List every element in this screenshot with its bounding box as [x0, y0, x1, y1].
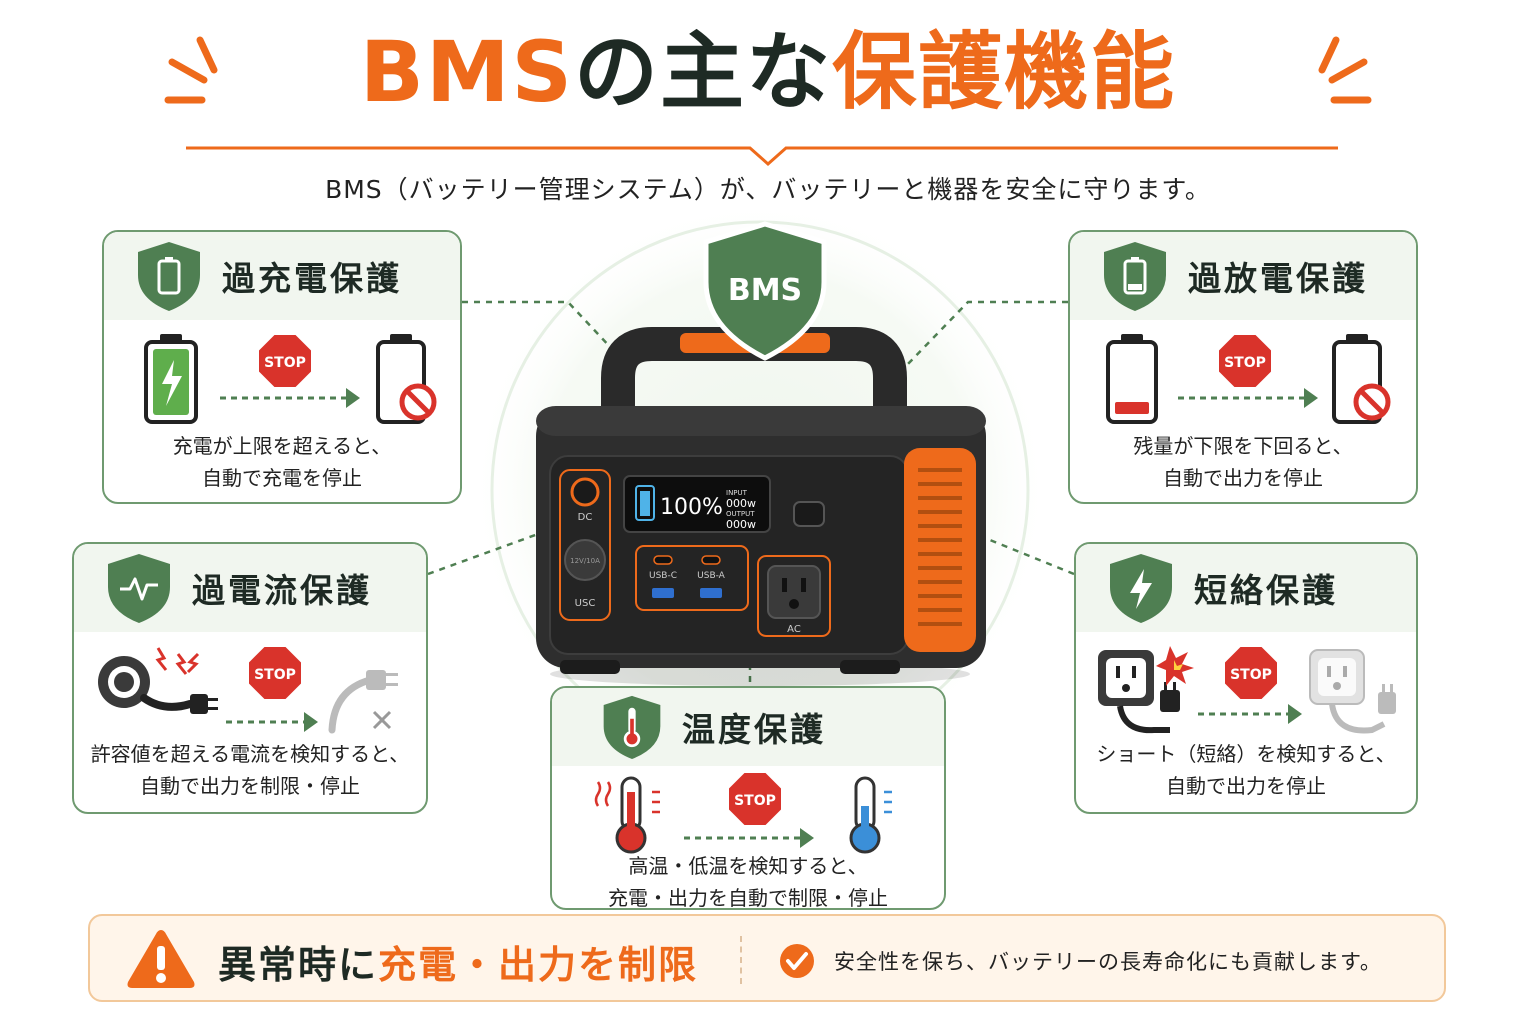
dashed-arrow-icon — [220, 388, 360, 408]
card-desc-temperature: 高温・低温を検知すると、 充電・出力を自動で制限・停止 — [608, 854, 888, 910]
card-title-shortcircuit: 短絡保護 — [1194, 571, 1338, 610]
dc-port — [570, 477, 600, 507]
title-decoration — [164, 36, 1372, 167]
usb-c-port — [653, 555, 673, 565]
page-title: BMSの主な保護機能 — [0, 22, 1536, 123]
dashed-arrow-icon — [226, 712, 318, 732]
dc-label: DC — [578, 512, 593, 523]
dashed-arrow-icon — [684, 828, 814, 848]
lcd-input-value: 000w — [726, 497, 756, 510]
battery-blocked-icon — [1332, 334, 1391, 424]
svg-text:STOP: STOP — [1230, 667, 1272, 683]
bms-shield-icon: BMS — [703, 221, 827, 361]
check-circle-icon — [780, 944, 814, 978]
card-desc-shortcircuit: ショート（短絡）を検知すると、 自動で出力を停止 — [1096, 742, 1396, 798]
lcd-output-value: 000w — [726, 518, 756, 531]
power-button-icon — [793, 501, 825, 527]
card-title-overcharge: 過充電保護 — [222, 259, 402, 298]
ac-outlet — [767, 565, 821, 619]
cable-coil-icon — [98, 656, 218, 714]
usc-label: USC — [575, 598, 596, 609]
dc-section — [559, 469, 611, 621]
card-title-overdischarge: 過放電保護 — [1188, 259, 1368, 298]
socket-label: 12V/10A — [570, 557, 600, 565]
card-shortcircuit: 短絡保護 STOP — [1074, 542, 1418, 814]
card-title-temperature: 温度保護 — [682, 710, 826, 749]
warning-icon — [127, 930, 195, 988]
svg-text:STOP: STOP — [264, 355, 306, 371]
stop-sign-icon: STOP — [1217, 333, 1273, 389]
battery-full-icon — [138, 242, 200, 311]
burst-left-icon — [164, 36, 218, 104]
lcd-percent: 100% — [660, 495, 723, 520]
usb-a-port — [652, 588, 674, 598]
card-temperature: 温度保護 STOP — [550, 686, 946, 910]
battery-empty-icon — [1106, 334, 1158, 424]
card-title-overcurrent: 過電流保護 — [192, 571, 372, 610]
lcd-output-label: OUTPUT — [726, 510, 755, 518]
svg-text:STOP: STOP — [1224, 355, 1266, 371]
svg-text:STOP: STOP — [254, 667, 296, 683]
title-middle: の主な — [574, 23, 833, 121]
dashed-arrow-icon — [1198, 704, 1302, 724]
thermometer-hot-icon — [594, 776, 660, 854]
bottom-divider — [740, 936, 742, 984]
outlet-sparking-icon — [1098, 646, 1194, 734]
bms-shield-label: BMS — [728, 273, 802, 308]
dashed-arrow-icon — [1178, 388, 1318, 408]
stop-sign-icon: STOP — [727, 771, 783, 827]
card-desc-overdischarge: 残量が下限を下回ると、 自動で出力を停止 — [1133, 434, 1353, 490]
usb-section — [635, 545, 749, 611]
connector-shortcircuit — [979, 534, 1075, 576]
svg-text:STOP: STOP — [734, 793, 776, 809]
pulse-icon — [108, 554, 170, 623]
usb-c-port-2 — [701, 555, 721, 565]
ac-section — [757, 555, 831, 637]
battery-low-icon — [1104, 242, 1166, 311]
title-underline — [186, 146, 1338, 167]
card-overdischarge: 過放電保護 STOP 残量が下限を下回 — [1068, 230, 1418, 504]
connector-overdischarge — [905, 300, 1068, 367]
spark-icon — [155, 647, 200, 675]
card-desc-overcharge: 充電が上限を超えると、 自動で充電を停止 — [172, 434, 392, 490]
ac-label: AC — [787, 624, 801, 635]
card-overcharge: 過充電保護 STOP — [102, 230, 462, 504]
thermometer-cold-icon — [849, 776, 892, 854]
lcd-display — [623, 475, 771, 533]
bolt-icon — [1110, 554, 1172, 623]
outlet-safe-icon — [1309, 649, 1396, 734]
usba-label: USB-A — [697, 571, 726, 581]
card-desc-overcurrent: 許容値を超える電流を検知すると、 自動で出力を制限・停止 — [90, 742, 410, 798]
burst-right-icon — [1318, 36, 1372, 104]
stop-sign-icon: STOP — [247, 645, 303, 701]
stop-sign-icon: STOP — [1223, 645, 1279, 701]
card-overcurrent: 過電流保護 STOP — [72, 542, 428, 814]
battery-charging-icon — [144, 334, 198, 424]
title-protection: 保護機能 — [832, 23, 1177, 121]
stop-sign-icon: STOP — [257, 333, 313, 389]
side-vent — [904, 448, 976, 652]
warning-headline: 異常時に充電・出力を制限 — [218, 943, 699, 987]
lcd-battery-icon — [635, 485, 655, 521]
bottom-banner: 異常時に充電・出力を制限 安全性を保ち、バッテリーの長寿命化にも貢献します。 — [88, 914, 1446, 1002]
usbc-label: USB-C — [649, 571, 677, 581]
connector-overcurrent — [427, 532, 539, 576]
safety-message: 安全性を保ち、バッテリーの長寿命化にも貢献します。 — [834, 950, 1382, 974]
plug-disconnected-icon — [328, 670, 398, 734]
battery-blocked-icon — [376, 334, 437, 424]
subtitle: BMS（バッテリー管理システム）が、バッテリーと機器を安全に守ります。 — [325, 175, 1211, 204]
usb-a-port-2 — [700, 588, 722, 598]
title-bms: BMS — [359, 23, 575, 121]
lcd-input-label: INPUT — [726, 489, 748, 497]
power-station-illustration: DC 12V/10A USC 100% INPUT 000w OUTPUT 00… — [536, 327, 986, 686]
car-socket — [564, 539, 606, 581]
thermometer-icon — [603, 695, 661, 759]
